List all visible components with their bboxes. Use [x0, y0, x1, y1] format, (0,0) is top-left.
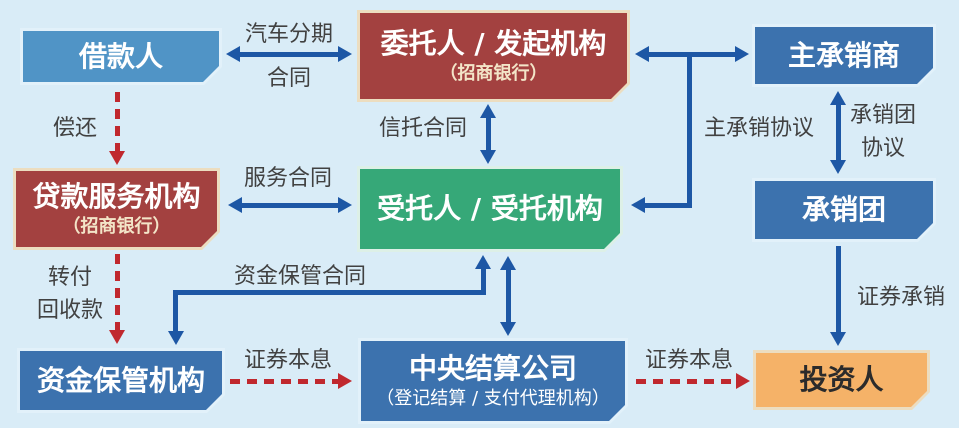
- arrow-trustee-ccdc: [500, 256, 516, 336]
- label-auto-installment-line2: 合同: [266, 66, 311, 91]
- connector-lead-underwriting-vertical: [687, 52, 692, 205]
- arrow-custody-contract-up: [475, 255, 491, 295]
- label-repay: 偿还: [52, 116, 97, 141]
- label-principal-interest-left: 证券本息: [243, 348, 332, 373]
- arrowhead-down-icon: [830, 160, 846, 174]
- arrow-principal-interest-left-dashed: [230, 373, 352, 389]
- label-lead-underwriting-agreement: 主承销协议: [703, 116, 814, 141]
- arrowhead-right-icon: [338, 373, 352, 389]
- label-syndicate-agreement-line1: 承销团: [849, 103, 916, 128]
- node-borrower: 借款人: [20, 28, 222, 85]
- arrowhead-right-icon: [736, 373, 750, 389]
- node-loan-servicer-title: 贷款服务机构: [32, 180, 201, 214]
- label-trust-contract: 信托合同: [378, 116, 467, 141]
- arrowhead-up-icon: [500, 256, 516, 270]
- arrowhead-down-icon: [500, 322, 516, 336]
- node-syndicate-title: 承销团: [801, 193, 886, 227]
- arrowhead-right-icon: [338, 197, 352, 213]
- arrowhead-down-icon: [109, 151, 125, 165]
- arrowhead-right-icon: [338, 46, 352, 62]
- arrow-securities-underwriting: [830, 246, 846, 346]
- label-principal-interest-right: 证券本息: [644, 348, 733, 373]
- node-loan-servicer-subtitle: （招商银行）: [62, 216, 171, 237]
- node-borrower-title: 借款人: [78, 39, 163, 73]
- node-ccdc-subtitle: （登记结算 / 支付代理机构）: [376, 388, 610, 409]
- arrow-syndicate-agreement: [830, 91, 846, 174]
- label-syndicate-agreement-line2: 协议: [860, 136, 905, 161]
- arrowhead-left-icon: [635, 46, 649, 62]
- node-lead-underwriter: 主承销商: [752, 24, 936, 87]
- arrowhead-left-icon: [631, 197, 645, 213]
- label-securities-underwriting: 证券承销: [856, 285, 945, 310]
- arrowhead-left-icon: [226, 46, 240, 62]
- arrowhead-right-icon: [735, 46, 749, 62]
- arrowhead-down-icon: [480, 150, 496, 164]
- arrowhead-custody-down-icon: [168, 331, 184, 345]
- node-investor: 投资人: [753, 350, 930, 410]
- connector-custody-vertical: [173, 290, 178, 333]
- arrowhead-down-icon: [109, 330, 125, 344]
- node-lead-underwriter-title: 主承销商: [787, 38, 900, 72]
- node-trustor-title: 委托人 / 发起机构: [380, 27, 607, 61]
- node-trustor-originator: 委托人 / 发起机构 （招商银行）: [357, 10, 630, 102]
- arrow-transfer-collections-dashed: [109, 254, 125, 344]
- arrow-trust-contract: [480, 104, 496, 164]
- arrow-repayment-dashed: [109, 92, 125, 165]
- arrowhead-left-icon: [228, 197, 242, 213]
- arrow-lead-underwriting-to-trustee: [631, 197, 692, 213]
- arrow-lead-underwriting-top: [635, 46, 749, 62]
- arrowhead-down-icon: [830, 332, 846, 346]
- label-transfer-line2: 回收款: [36, 298, 103, 323]
- node-ccdc: 中央结算公司 （登记结算 / 支付代理机构）: [358, 338, 628, 424]
- label-transfer-line1: 转付: [47, 265, 92, 290]
- node-trustee: 受托人 / 受托机构: [357, 166, 623, 252]
- node-custodian: 资金保管机构: [17, 348, 225, 413]
- node-investor-title: 投资人: [799, 363, 884, 397]
- label-custody-contract: 资金保管合同: [233, 264, 366, 289]
- node-custodian-title: 资金保管机构: [36, 363, 205, 397]
- arrowhead-up-icon: [475, 255, 491, 269]
- arrowhead-up-icon: [480, 104, 496, 118]
- label-service-contract: 服务合同: [243, 166, 332, 191]
- node-syndicate: 承销团: [752, 178, 936, 242]
- arrowhead-up-icon: [830, 91, 846, 105]
- label-auto-installment-line1: 汽车分期: [244, 22, 333, 47]
- arrow-service-contract: [228, 197, 352, 213]
- node-trustor-subtitle: （招商银行）: [439, 63, 548, 84]
- node-ccdc-title: 中央结算公司: [408, 352, 577, 386]
- node-loan-servicer: 贷款服务机构 （招商银行）: [13, 168, 220, 250]
- node-trustee-title: 受托人 / 受托机构: [377, 192, 603, 226]
- arrow-auto-installment-contract: [226, 46, 352, 62]
- arrow-principal-interest-right-dashed: [636, 373, 750, 389]
- connector-custody-horizontal: [173, 290, 486, 295]
